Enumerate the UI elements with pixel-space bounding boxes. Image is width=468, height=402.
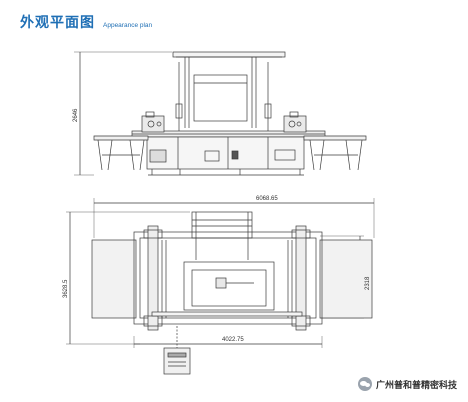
watermark-text: 广州普和普精密科技 xyxy=(375,380,457,391)
top-plan xyxy=(66,198,375,375)
wechat-icon xyxy=(357,377,372,391)
page-header: 外观平面图 Appearance plan xyxy=(20,12,152,32)
title-chinese: 外观平面图 xyxy=(20,15,95,31)
dim-top-depth: 3628.5 xyxy=(63,279,69,298)
watermark: 广州普和普精密科技 xyxy=(354,376,460,392)
dim-inner-width: 4022.75 xyxy=(222,337,244,343)
dim-top-width: 6068.65 xyxy=(256,196,278,202)
front-elevation xyxy=(74,51,367,176)
dim-front-height: 2646 xyxy=(73,108,79,122)
dim-inner-depth: 2318 xyxy=(365,276,371,290)
title-english: Appearance plan xyxy=(103,22,153,29)
